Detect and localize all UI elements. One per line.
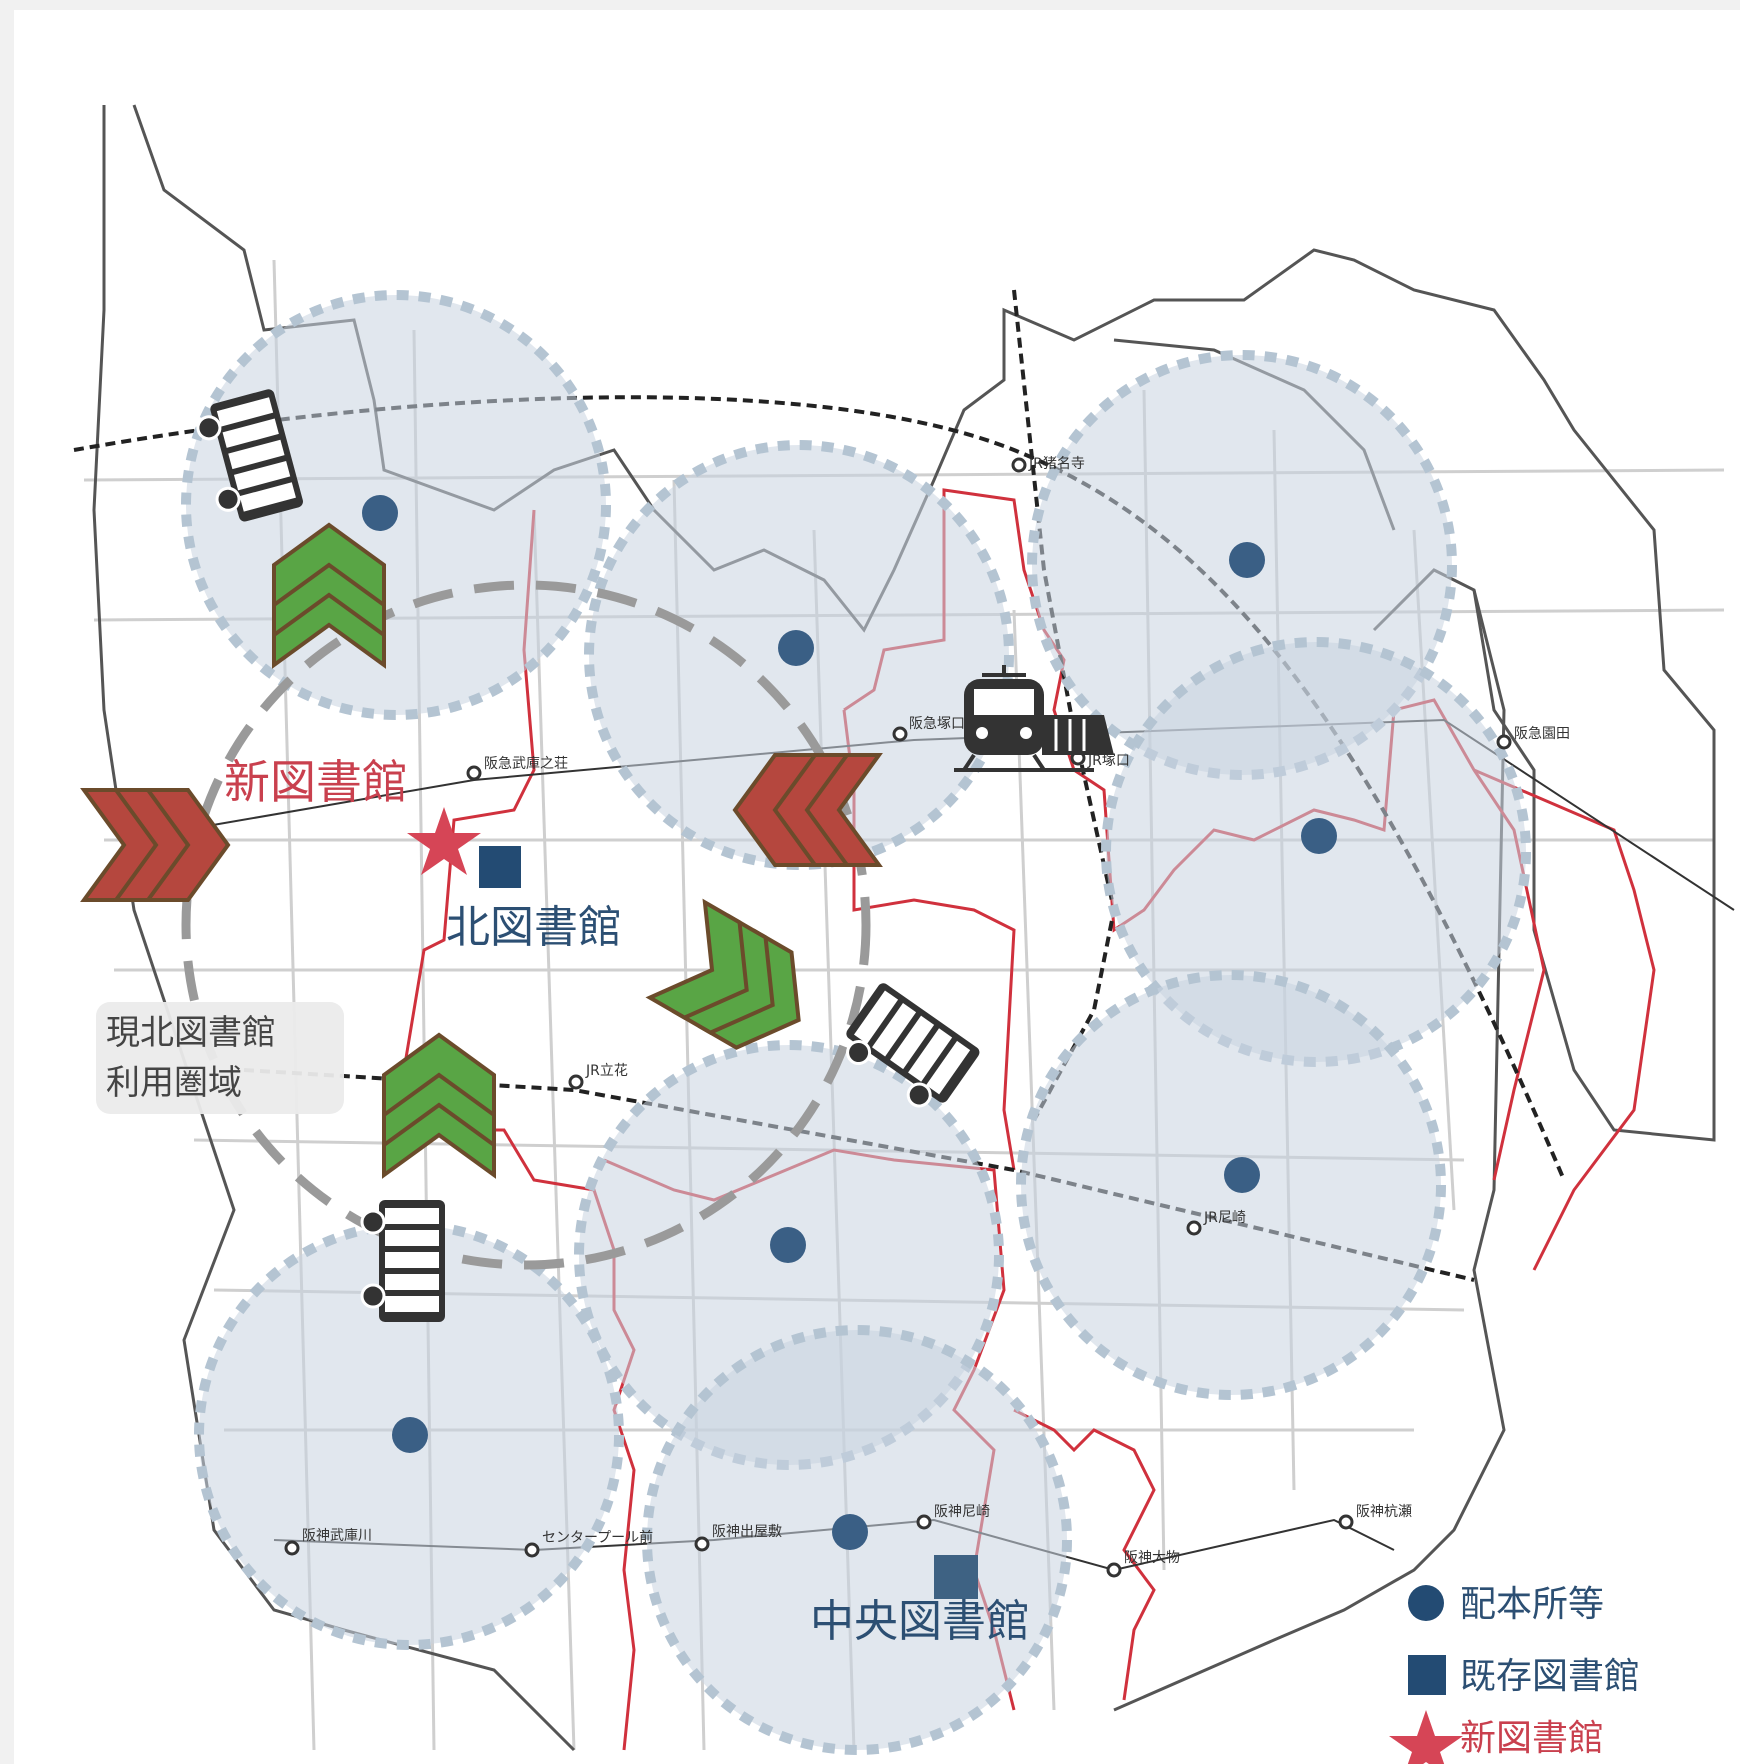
distribution-point-dot — [1301, 818, 1337, 854]
station-label: JR尼崎 — [1203, 1210, 1246, 1226]
north-library-label: 北図書館 — [446, 902, 622, 953]
station-label: 阪急武庫之荘 — [484, 755, 568, 772]
distribution-point-dot — [778, 630, 814, 666]
current-area-label: 現北図書館 利用圏域 — [96, 1002, 344, 1114]
stations: JR猪名寺 阪急塚口 JR塚口 阪急園田 阪急武庫之荘 JR立花 JR尼崎 阪神… — [284, 456, 1570, 1578]
station-label: JR立花 — [585, 1063, 628, 1079]
map: JR猪名寺 阪急塚口 JR塚口 阪急園田 阪急武庫之荘 JR立花 JR尼崎 阪神… — [14, 10, 1740, 1764]
current-area-label-line1: 現北図書館 — [106, 1013, 276, 1053]
station-label: センタープール前 — [542, 1529, 653, 1546]
distribution-points — [362, 495, 1337, 1550]
legend-square-icon — [1408, 1655, 1446, 1695]
station-label: JR猪名寺 — [1028, 456, 1085, 472]
new-library-label: 新図書館 — [224, 755, 408, 809]
central-library-square — [934, 1555, 978, 1599]
station-label: JR塚口 — [1087, 753, 1130, 769]
north-library-square — [479, 846, 521, 888]
station-label: 阪急園田 — [1514, 726, 1570, 742]
distribution-point-dot — [770, 1227, 806, 1263]
station-label: 阪神大物 — [1124, 1550, 1180, 1566]
station-label: 阪急塚口 — [909, 716, 965, 732]
central-library-label: 中央図書館 — [810, 1596, 1030, 1647]
distribution-point-dot — [1229, 542, 1265, 578]
legend-label: 配本所等 — [1460, 1584, 1604, 1625]
new-library-star — [407, 807, 481, 875]
train-icon — [954, 665, 1114, 772]
station-label: 阪神尼崎 — [934, 1504, 990, 1520]
current-area-circle — [181, 580, 871, 1270]
distribution-point-dot — [832, 1514, 868, 1550]
station-label: 阪神武庫川 — [302, 1527, 372, 1544]
distribution-point-dot — [1224, 1157, 1260, 1193]
station-label: 阪神出屋敷 — [712, 1524, 782, 1540]
legend-star-icon — [1389, 1710, 1463, 1764]
green-arrow-icon — [382, 1033, 496, 1177]
distribution-point-dot — [362, 495, 398, 531]
current-area-label-line2: 利用圏域 — [106, 1063, 242, 1103]
legend-label: 既存図書館 — [1460, 1656, 1640, 1697]
legend-circle-icon — [1408, 1585, 1444, 1621]
legend: 配本所等 既存図書館 新図書館 — [1389, 1584, 1640, 1764]
legend-label: 新図書館 — [1460, 1718, 1604, 1759]
distribution-point-dot — [392, 1417, 428, 1453]
map-canvas: JR猪名寺 阪急塚口 JR塚口 阪急園田 阪急武庫之荘 JR立花 JR尼崎 阪神… — [73, 104, 1735, 1764]
station-label: 阪神杭瀬 — [1356, 1504, 1412, 1520]
